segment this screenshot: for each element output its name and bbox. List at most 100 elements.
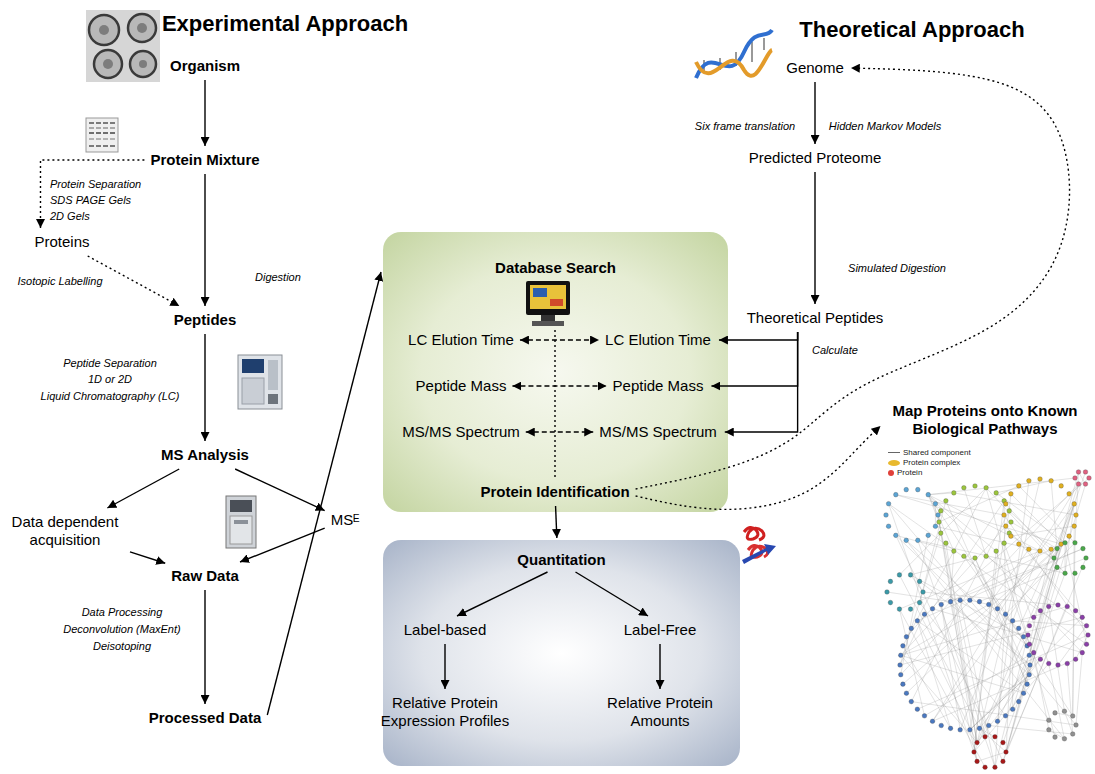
pathway-network: [995, 606, 1000, 611]
pathway-network: [941, 604, 960, 729]
pathway-network: [952, 491, 957, 496]
label-wrap: Theoretical Approach: [799, 17, 1024, 43]
process-step: Predicted Proteome: [745, 146, 886, 170]
pathway-network: [884, 470, 1092, 770]
pathway-network: [906, 526, 1005, 637]
pathway-network: [1074, 723, 1079, 728]
dna-helix: [751, 42, 753, 62]
pathway-network: [928, 495, 939, 522]
pathway-network: [928, 495, 1054, 558]
dna-helix: [696, 30, 772, 78]
pathway-network: [897, 573, 902, 578]
step-label: MSᴱ: [331, 511, 360, 529]
pathway-network: [1058, 626, 1087, 665]
pathway-network: [1059, 484, 1064, 489]
step-label: Peptide Mass: [613, 377, 704, 395]
pathway-network: [974, 551, 996, 752]
legend-row: Protein: [888, 468, 922, 477]
process-step: LC Elution Time: [601, 328, 715, 352]
label-wrap: Calculate: [812, 343, 858, 357]
arrow-connector: [725, 332, 798, 432]
pathway-network: [986, 602, 991, 607]
pathway-network: [986, 488, 1065, 573]
pathway-network: [937, 520, 942, 525]
step-label: Protein Identification: [480, 483, 629, 501]
pathway-network: [984, 554, 989, 559]
pathway-network: [970, 600, 989, 604]
pathway-network: [1017, 542, 1022, 547]
pathway-network: [933, 609, 1083, 653]
pathway-network: [933, 659, 1076, 721]
annotation: Calculate: [812, 343, 858, 357]
label-wrap: Simulated Digestion: [848, 261, 946, 275]
process-step: Processed Data: [145, 706, 266, 730]
pathway-network: [917, 549, 1083, 621]
pathway-network: [1038, 657, 1043, 662]
label-wrap: Liquid Chromatography (LC): [41, 389, 180, 403]
step-label: LC Elution Time: [408, 331, 514, 349]
pathway-network: [1004, 750, 1009, 755]
pathway-network: [928, 495, 996, 551]
pathway-network: [1062, 736, 1067, 741]
pathway-network: [975, 759, 980, 764]
label-wrap: 1D or 2D: [88, 372, 132, 386]
pathway-network: [986, 723, 991, 728]
pathway-network: [948, 726, 953, 731]
arrow-connector: [40, 160, 144, 228]
pathway-network: [1053, 735, 1058, 740]
pathway-network: [899, 575, 979, 728]
computer-icon: [526, 281, 570, 315]
pathway-network: [989, 726, 1073, 734]
pathway-network: [1076, 635, 1088, 659]
organism-photo: [103, 59, 113, 69]
pathway-network: [1046, 661, 1051, 666]
ms-instrument: [234, 520, 248, 524]
pathway-network: [1051, 481, 1057, 549]
pathway-network: [901, 682, 906, 687]
ms-instrument: [226, 496, 256, 548]
pathway-network: [1073, 571, 1078, 576]
pathway-network: [926, 533, 931, 538]
process-step: Genome: [782, 56, 848, 80]
pathway-network: [960, 614, 1005, 730]
computer-icon: [541, 315, 555, 321]
gel-image: [86, 118, 118, 152]
step-label: Proteins: [34, 233, 89, 251]
annotation: Isotopic Labelling: [17, 274, 102, 288]
pathway-network: [1084, 642, 1089, 647]
protein-structure: [742, 544, 776, 564]
process-step: MS/MS Spectrum: [595, 420, 721, 444]
pathway-network: [1001, 740, 1006, 745]
pathway-network: [1003, 612, 1008, 617]
pathway-network: [1006, 484, 1086, 752]
arrow-connector: [719, 332, 798, 340]
pathway-network: [939, 486, 1019, 522]
pathway-network: [911, 702, 1076, 725]
pathway-network: [908, 607, 913, 612]
pathway-network: [1073, 540, 1078, 545]
pathway-network: [1009, 511, 1051, 549]
pathway-network: [1003, 558, 1086, 761]
process-step: MS/MS Spectrum: [398, 420, 524, 444]
pathway-network: [1054, 484, 1079, 558]
annotation: Peptide Separation: [63, 356, 157, 370]
pathway-network: [904, 487, 909, 492]
pathway-network: [968, 728, 973, 733]
panel-heading: Database Search: [383, 259, 728, 277]
pathway-network: [973, 484, 978, 489]
pathway-network: [1087, 476, 1092, 481]
pathway-network: [920, 603, 1006, 716]
pathway-network: [983, 734, 988, 739]
legend-text: Protein: [897, 468, 922, 477]
pathway-network: [888, 600, 893, 605]
pathway-network: [1006, 504, 1054, 558]
organism-photo: [94, 50, 122, 78]
step-label: MS/MS Spectrum: [402, 423, 520, 441]
pathway-network: [903, 551, 954, 646]
step-label: MS/MS Spectrum: [599, 423, 717, 441]
pathway-network: [899, 488, 986, 575]
process-step: Theoretical Peptides: [743, 306, 888, 330]
pathway-network: [933, 501, 1005, 609]
pathway-network: [972, 750, 977, 755]
dna-helix: [696, 30, 772, 78]
